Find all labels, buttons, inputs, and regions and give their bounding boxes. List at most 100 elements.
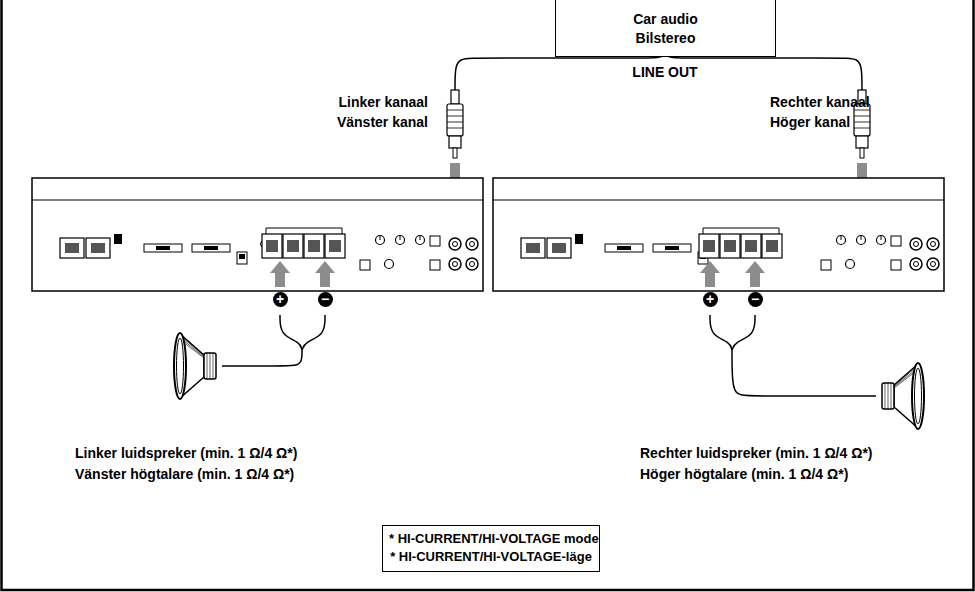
fuse xyxy=(665,246,679,250)
terminal-arrow xyxy=(745,261,765,287)
rca-jack xyxy=(927,238,939,250)
node-text: * HI-CURRENT/HI-VOLTAGE mode xyxy=(389,530,593,548)
speaker xyxy=(882,363,924,429)
terminal-screw xyxy=(724,240,736,252)
speaker-terminal xyxy=(304,234,324,258)
terminal-screw xyxy=(766,240,778,252)
direct-switch xyxy=(891,236,901,246)
rca-jack-center xyxy=(914,262,919,267)
terminal-screw xyxy=(287,240,299,252)
control-knob xyxy=(396,236,405,245)
fuse-holder xyxy=(144,244,182,252)
power-screw xyxy=(552,243,566,253)
speaker-magnet xyxy=(204,353,216,379)
node-text: * HI-CURRENT/HI-VOLTAGE-läge xyxy=(389,548,593,566)
speaker-label: Linker luidspreker (min. 1 Ω/4 Ω*) xyxy=(75,445,297,461)
plug-boot xyxy=(451,90,459,104)
rca-jack xyxy=(910,238,922,250)
fuse-holder xyxy=(605,244,643,252)
rca-jack-center xyxy=(470,242,475,247)
power-screw xyxy=(91,243,105,253)
power-terminal xyxy=(86,238,110,258)
speaker-terminal xyxy=(262,234,282,258)
amp-panel-edge xyxy=(32,199,483,200)
speaker-label: Höger högtalare (min. 1 Ω/4 Ω*) xyxy=(640,466,848,482)
power-terminal xyxy=(60,238,84,258)
plug-grip xyxy=(447,116,463,117)
magnet-ring xyxy=(213,353,214,379)
speaker-wire xyxy=(302,315,325,350)
control-knob xyxy=(416,236,425,245)
knob-mark xyxy=(420,236,421,240)
rca-plug xyxy=(447,90,463,158)
magnet-ring xyxy=(210,353,211,379)
plug-grip xyxy=(447,110,463,111)
plug-sleeve xyxy=(856,136,868,148)
filter-switch xyxy=(821,260,831,270)
control-knob xyxy=(846,260,855,269)
filter-switch xyxy=(891,260,901,270)
speaker-magnet xyxy=(882,383,894,409)
knob-mark xyxy=(380,236,381,240)
signal-label: LINE OUT xyxy=(629,64,700,80)
control-knob xyxy=(385,260,394,269)
rca-jack xyxy=(927,258,939,270)
rca-jack xyxy=(466,258,478,270)
power-screw xyxy=(65,243,79,253)
rca-jack-center xyxy=(470,262,475,267)
knob-mark xyxy=(861,236,862,240)
filter-switch xyxy=(360,260,370,270)
terminal-screw xyxy=(329,240,341,252)
magnet-ring xyxy=(207,353,208,379)
speaker-wire xyxy=(710,315,732,350)
speaker-rim-inner xyxy=(915,368,922,424)
speaker-label: Vänster högtalare (min. 1 Ω/4 Ω*) xyxy=(75,466,294,482)
speaker-terminal xyxy=(762,234,782,258)
amplifier xyxy=(493,178,944,291)
polarity-symbol: − xyxy=(748,292,763,307)
polarity-symbol: + xyxy=(273,292,288,307)
control-knob xyxy=(857,236,866,245)
speaker-wire xyxy=(732,350,876,396)
channel-label: Höger kanal xyxy=(770,114,850,130)
fuse-holder xyxy=(192,244,230,252)
knob-mark xyxy=(841,236,842,240)
terminal-arrow xyxy=(700,261,720,287)
speaker-terminal xyxy=(741,234,761,258)
mode-switch-knob xyxy=(239,254,245,259)
plug-grip xyxy=(447,122,463,123)
rca-jack xyxy=(449,258,461,270)
speaker-frame-rib xyxy=(894,372,915,388)
terminal-screw xyxy=(266,240,278,252)
amplifier xyxy=(32,178,483,291)
plug-pin xyxy=(860,148,864,158)
control-knob xyxy=(376,236,385,245)
fuse xyxy=(204,246,218,250)
terminal-bracket xyxy=(703,228,779,234)
direct-switch xyxy=(430,236,440,246)
device-box: Car audioBilstereo xyxy=(555,0,776,57)
node-text: Bilstereo xyxy=(562,29,769,48)
speaker-frame-rib xyxy=(183,342,204,358)
rca-jack-center xyxy=(453,262,458,267)
power-terminal xyxy=(547,238,571,258)
magnet-ring xyxy=(891,383,892,409)
polarity-symbol: − xyxy=(318,292,333,307)
speaker-wire xyxy=(280,315,302,350)
rca-jack-center xyxy=(914,242,919,247)
speaker-terminal xyxy=(283,234,303,258)
terminal-screw xyxy=(745,240,757,252)
speaker-frame-rib xyxy=(183,340,204,357)
remote-terminal xyxy=(114,234,122,244)
speaker-wire xyxy=(732,315,755,350)
knob-mark xyxy=(400,236,401,240)
plug-grip xyxy=(854,122,870,123)
speaker-terminal xyxy=(325,234,345,258)
terminal-arrow xyxy=(315,261,335,287)
rca-jack xyxy=(910,258,922,270)
amp-housing xyxy=(32,178,483,291)
speaker xyxy=(174,333,216,399)
